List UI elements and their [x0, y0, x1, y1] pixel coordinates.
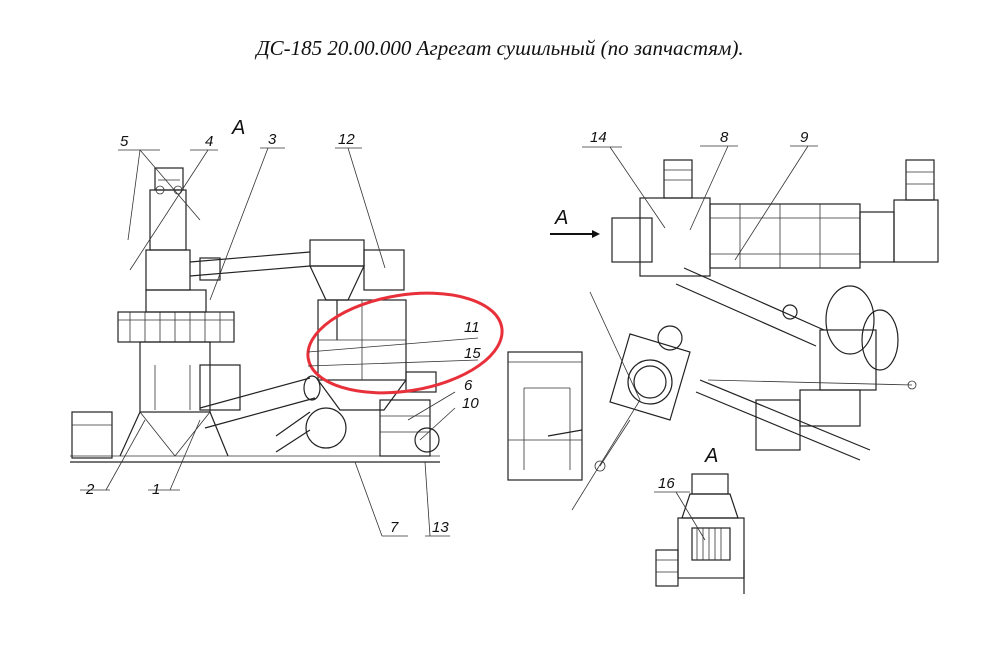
callout-10: 10	[462, 395, 479, 412]
callout-5: 5	[120, 133, 129, 150]
callout-11: 11	[464, 319, 480, 336]
drawing-title: ДС-185 20.00.000 Агрегат сушильный (по з…	[256, 36, 744, 60]
leader-lines-left	[80, 147, 479, 537]
callout-3: 3	[268, 131, 277, 148]
callout-7: 7	[390, 519, 399, 536]
highlight-ellipse	[306, 291, 504, 395]
callout-2: 2	[85, 481, 95, 498]
callout-15: 15	[464, 345, 481, 362]
callout-13: 13	[432, 519, 449, 536]
view-label-a: А	[231, 117, 245, 139]
callout-6: 6	[464, 377, 473, 394]
detail-view-a	[654, 473, 745, 594]
callout-1: 1	[152, 481, 160, 498]
callout-8: 8	[720, 129, 729, 146]
callout-12: 12	[338, 131, 355, 148]
leader-lines-right	[571, 145, 818, 511]
callout-14: 14	[590, 129, 607, 146]
side-elevation-view	[70, 167, 440, 463]
callout-16: 16	[658, 475, 675, 492]
plan-view	[507, 159, 939, 481]
callout-9: 9	[800, 129, 809, 146]
arrow-label-a: А	[554, 207, 568, 229]
detail-label-a: А	[704, 445, 718, 467]
callout-4: 4	[205, 133, 213, 150]
